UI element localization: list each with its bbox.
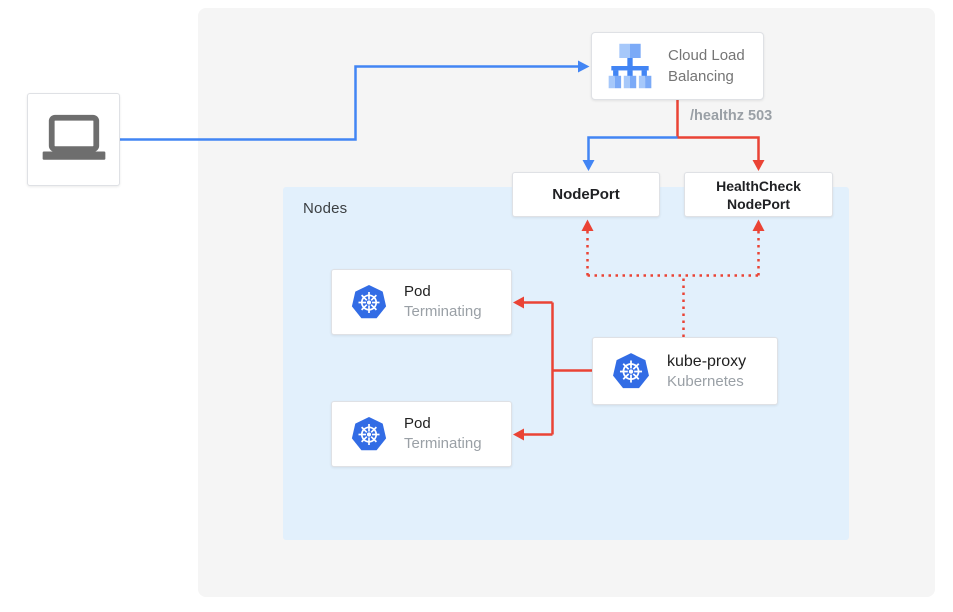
cloud-load-balancing-icon — [608, 43, 652, 89]
nodeport-label: NodePort — [552, 186, 620, 203]
laptop-icon — [42, 114, 105, 160]
cloud-load-balancing-label-line2: Balancing — [668, 68, 734, 85]
arrowhead-into-nodeport — [582, 160, 595, 171]
pod-2-title: Pod — [404, 415, 431, 432]
kubernetes-icon — [613, 353, 649, 389]
cloud-load-balancing-label-line1: Cloud Load — [668, 47, 745, 64]
nodes-group-label: Nodes — [303, 200, 348, 217]
arrowhead-into-lb — [578, 60, 590, 73]
kube-proxy-subtitle: Kubernetes — [667, 372, 744, 390]
connector-kubeproxy-to-pods — [524, 301, 592, 436]
pod-node-1: Pod Terminating — [331, 269, 512, 335]
pod-1-status: Terminating — [404, 303, 482, 320]
healthcheck-label-line1: HealthCheck — [716, 177, 801, 194]
arrowhead-into-pod-1 — [513, 296, 524, 309]
healthcheck-label-line2: NodePort — [727, 195, 790, 212]
healthcheck-nodeport-label: HealthCheck NodePort — [716, 177, 801, 213]
kube-proxy-node: kube-proxy Kubernetes — [592, 337, 778, 405]
arrowhead-dotted-into-healthcheck — [752, 219, 765, 231]
pod-1-title: Pod — [404, 283, 431, 300]
healthcheck-nodeport-node: HealthCheck NodePort — [684, 172, 833, 217]
healthz-status-label: /healthz 503 — [690, 108, 773, 124]
kube-proxy-title: kube-proxy — [667, 352, 747, 370]
cloud-load-balancing-node: Cloud Load Balancing — [591, 32, 764, 100]
nodeport-node: NodePort — [512, 172, 660, 217]
cloud-load-balancing-label: Cloud Load Balancing — [668, 45, 745, 87]
kubernetes-icon — [351, 285, 387, 319]
pod-node-2: Pod Terminating — [331, 401, 512, 467]
arrowhead-dotted-into-nodeport — [581, 219, 594, 231]
connector-client-to-lb — [120, 65, 578, 141]
connector-kubeproxy-dotted — [586, 231, 760, 337]
client-node — [27, 93, 120, 186]
kubernetes-icon — [351, 417, 387, 451]
arrowhead-into-healthcheck — [752, 160, 765, 171]
arrowhead-into-pod-2 — [513, 428, 524, 441]
connector-lb-split — [587, 100, 760, 161]
pod-2-status: Terminating — [404, 435, 482, 452]
